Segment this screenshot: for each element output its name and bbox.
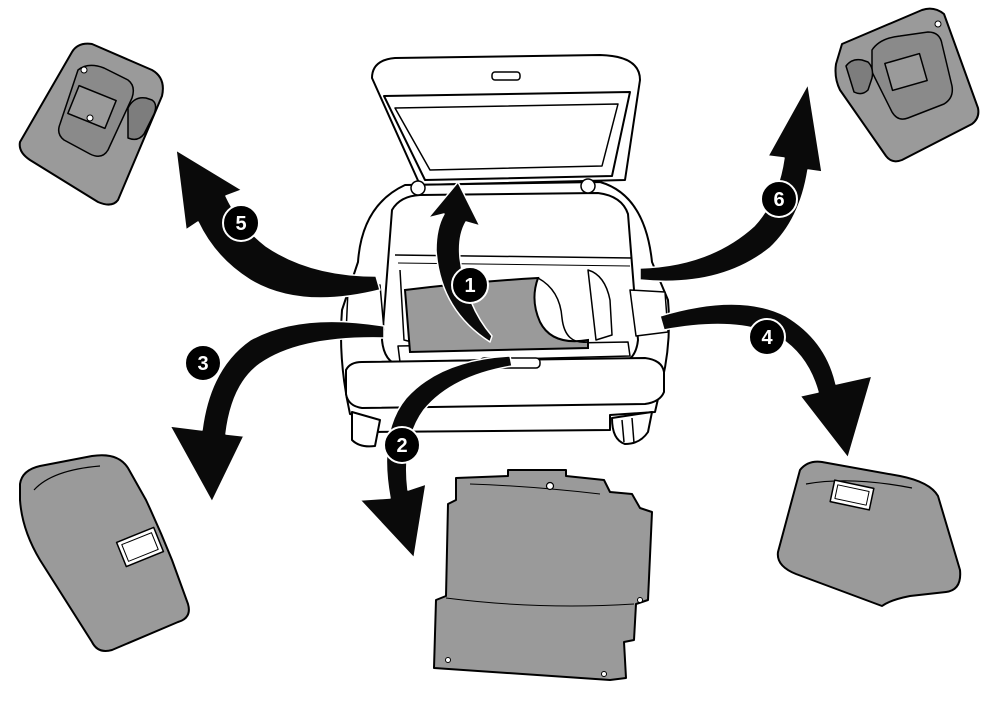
callout-label-4: 4 — [761, 327, 773, 349]
callout-label-3: 3 — [197, 353, 208, 375]
arrow-4 — [659, 303, 873, 459]
callout-label-1: 1 — [464, 275, 475, 297]
arrow-6 — [639, 83, 823, 283]
arrow-3 — [169, 320, 385, 503]
callout-badge-2: 2 — [383, 426, 421, 464]
upper-side-trim-right — [834, 7, 980, 163]
luggage-floor-panel — [433, 469, 653, 681]
callout-badge-6: 6 — [760, 180, 798, 218]
callout-badge-3: 3 — [184, 344, 222, 382]
lower-side-trim-right — [776, 460, 962, 607]
lower-side-trim-left — [19, 454, 190, 652]
callout-badge-4: 4 — [748, 318, 786, 356]
callout-label-2: 2 — [396, 435, 407, 457]
callout-badge-5: 5 — [222, 204, 260, 242]
callout-label-5: 5 — [235, 213, 246, 235]
upper-side-trim-left — [18, 42, 164, 206]
arrow-5 — [175, 149, 381, 299]
car-rear-view — [340, 54, 670, 448]
arrow-2 — [359, 355, 513, 559]
arrows — [169, 83, 873, 559]
callout-label-6: 6 — [773, 189, 784, 211]
callout-badge-1: 1 — [451, 266, 489, 304]
